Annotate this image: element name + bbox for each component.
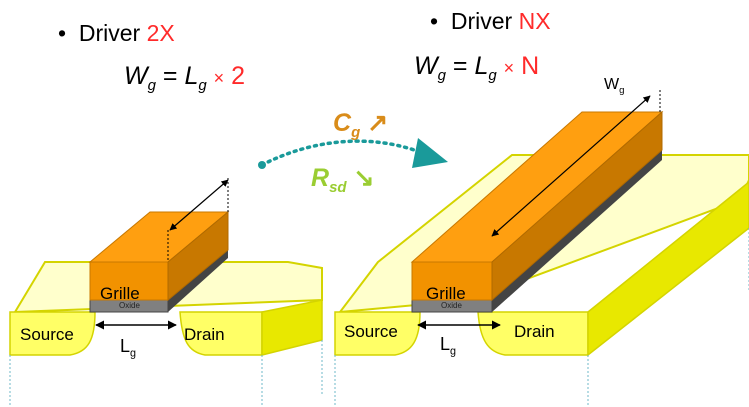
left-bullet: • [58, 20, 67, 46]
left-eq-l: L [184, 62, 199, 90]
left-eq-w: W [124, 62, 148, 90]
right-substrate-side [587, 181, 749, 357]
left-grille-label: Grille [100, 284, 140, 303]
left-source-label: Source [20, 325, 74, 344]
right-lg-sub: g [450, 345, 457, 358]
left-eq-w-sub: g [147, 77, 156, 94]
left-eq-l-sub: g [198, 77, 207, 94]
left-driver-value: 2X [146, 20, 175, 46]
left-transistor [9, 178, 323, 405]
cg-label: Cg ↗ [333, 108, 388, 141]
left-drain-region [179, 311, 263, 356]
right-wg-letter: W [604, 76, 620, 93]
right-lg-letter: L [440, 334, 451, 354]
right-drain-label: Drain [514, 322, 555, 341]
scaling-arrow [258, 138, 448, 169]
right-oxide-label: Oxide [441, 301, 462, 310]
right-wg-label: Wg [604, 76, 624, 96]
right-eq-l: L [474, 52, 489, 80]
left-lg-sub: g [130, 347, 137, 360]
left-eq-times: × [213, 68, 225, 88]
right-eq-w: W [414, 52, 438, 80]
right-eq-times: × [503, 58, 515, 78]
left-substrate-side [261, 299, 323, 356]
right-eq-eq: = [452, 52, 468, 80]
cg-arrow: ↗ [367, 109, 389, 137]
cg-letter: C [333, 109, 352, 137]
right-bullet: • [430, 8, 439, 34]
left-eq-factor: 2 [231, 62, 246, 90]
right-driver-word: Driver [450, 8, 513, 34]
left-drain-label: Drain [184, 325, 225, 344]
right-wg-sub: g [619, 85, 625, 97]
right-driver-heading: • Driver NX [430, 8, 551, 35]
left-lg-letter: L [120, 336, 131, 356]
left-equation: Wg = Lg × 2 [124, 62, 245, 94]
left-driver-heading: • Driver 2X [58, 20, 175, 47]
cg-sub: g [351, 124, 361, 141]
left-oxide-label: Oxide [119, 301, 140, 310]
left-lg-label: Lg [120, 336, 136, 360]
right-transistor [334, 90, 749, 405]
left-source-region [9, 311, 96, 356]
right-source-label: Source [344, 322, 398, 341]
right-driver-value: NX [518, 8, 551, 34]
right-eq-w-sub: g [437, 67, 446, 84]
right-eq-factor: N [521, 52, 540, 80]
rsd-label: Rsd ↘ [311, 163, 374, 196]
left-driver-word: Driver [78, 20, 141, 46]
rsd-sub: sd [329, 179, 347, 196]
rsd-letter: R [311, 164, 330, 192]
right-equation: Wg = Lg × N [414, 52, 539, 84]
left-eq-eq: = [162, 62, 178, 90]
right-source-region [334, 311, 421, 356]
right-grille-label: Grille [426, 284, 466, 303]
right-lg-label: Lg [440, 334, 456, 358]
right-eq-l-sub: g [488, 67, 497, 84]
rsd-arrow: ↘ [353, 164, 375, 192]
